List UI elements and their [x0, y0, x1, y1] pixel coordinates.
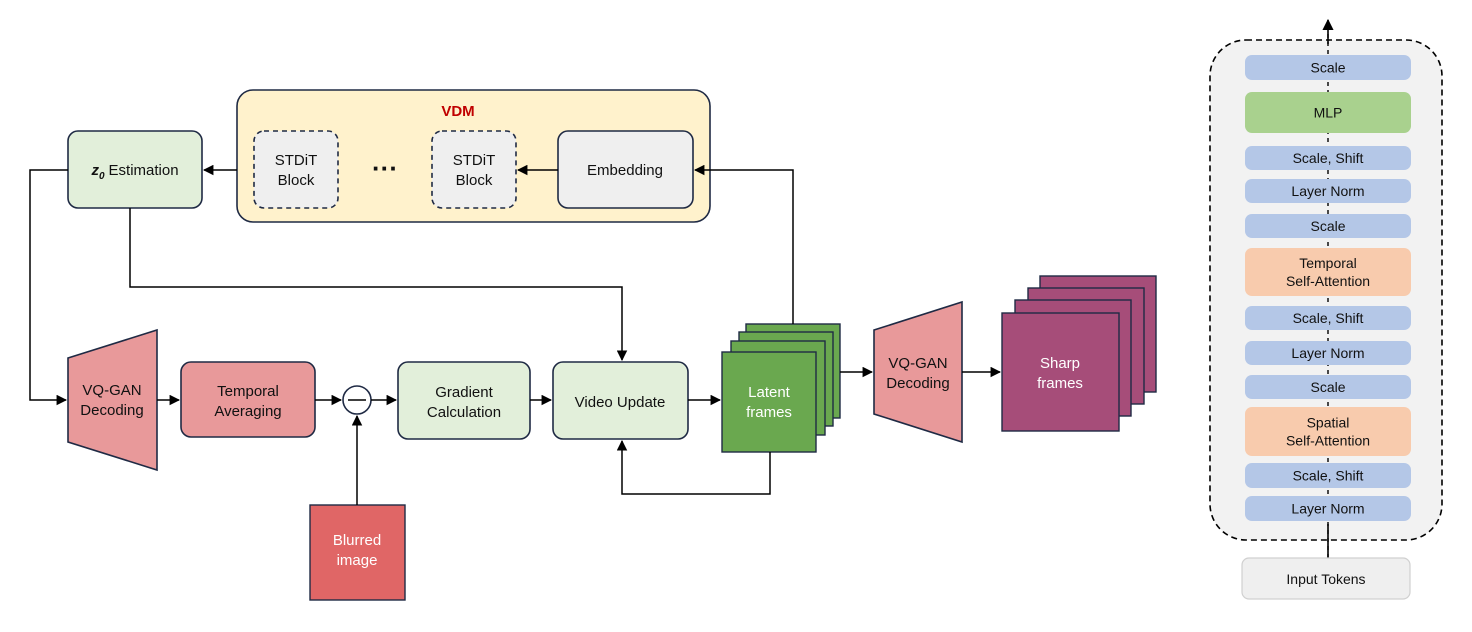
layer-scale: Scale [1245, 214, 1411, 238]
layer-layer-norm: Layer Norm [1245, 341, 1411, 365]
arrow-z0-to-video-update [129, 208, 628, 362]
gradient-line2: Calculation [427, 404, 501, 421]
vqgan-right-line2: Decoding [886, 375, 949, 392]
layer-layer-norm-label: Layer Norm [1291, 501, 1364, 517]
vqgan-left-line1: VQ-GAN [82, 382, 141, 399]
layer-scale-shift: Scale, Shift [1245, 146, 1411, 170]
latent-frames-stack: Latent frames [721, 323, 841, 453]
layer-temporal-self-attention-label-2: Self-Attention [1286, 273, 1370, 289]
vqgan-decoding-right: VQ-GAN Decoding [873, 300, 963, 444]
stdit-block-2-line1: STDiT [453, 152, 496, 169]
temporal-averaging-line2: Averaging [214, 403, 281, 420]
layer-scale-shift-label: Scale, Shift [1293, 468, 1364, 484]
stdit-block-1: STDiT Block [253, 130, 339, 209]
input-tokens-label: Input Tokens [1286, 571, 1365, 587]
layer-scale-shift-label: Scale, Shift [1293, 310, 1364, 326]
layer-scale-label: Scale [1310, 60, 1345, 76]
vdm-title: VDM [441, 103, 474, 120]
video-update-label: Video Update [575, 394, 666, 411]
layer-mlp: MLP [1245, 92, 1411, 133]
blurred-line1: Blurred [333, 532, 381, 549]
arrow-z0-to-vqgan [29, 169, 68, 406]
input-tokens-box: Input Tokens [1241, 557, 1411, 600]
layer-layer-norm-label: Layer Norm [1291, 183, 1364, 199]
video-update-box: Video Update [552, 361, 689, 440]
gradient-calculation-box: Gradient Calculation [397, 361, 531, 440]
blurred-image-box: Blurred image [309, 504, 406, 601]
layer-mlp-label: MLP [1314, 105, 1343, 121]
arrow-latent-loop [616, 439, 771, 495]
embedding-box: Embedding [557, 130, 694, 209]
vqgan-decoding-left: VQ-GAN Decoding [67, 328, 158, 472]
layer-scale-shift: Scale, Shift [1245, 463, 1411, 488]
layer-scale-shift-label: Scale, Shift [1293, 150, 1364, 166]
sharp-line2: frames [1037, 375, 1083, 392]
sharp-line1: Sharp [1040, 355, 1080, 372]
latent-line2: frames [746, 404, 792, 421]
layer-scale: Scale [1245, 55, 1411, 80]
connectors [29, 164, 1002, 505]
blurred-line2: image [337, 552, 378, 569]
layer-spatial-self-attention-label-1: Spatial [1307, 415, 1350, 431]
layer-scale-shift: Scale, Shift [1245, 306, 1411, 330]
temporal-averaging-box: Temporal Averaging [180, 361, 316, 438]
vqgan-right-line1: VQ-GAN [888, 355, 947, 372]
layer-scale-label: Scale [1310, 379, 1345, 395]
layer-spatial-self-attention-label-2: Self-Attention [1286, 433, 1370, 449]
temporal-averaging-line1: Temporal [217, 383, 279, 400]
layer-layer-norm: Layer Norm [1245, 496, 1411, 521]
layer-layer-norm-label: Layer Norm [1291, 345, 1364, 361]
gradient-line1: Gradient [435, 384, 493, 401]
layer-scale-label: Scale [1310, 218, 1345, 234]
stdit-block-1-line1: STDiT [275, 152, 318, 169]
embedding-label: Embedding [587, 162, 663, 179]
sharp-frames-stack: Sharp frames [1001, 275, 1157, 432]
layer-scale: Scale [1245, 375, 1411, 399]
arrow-latent-to-embedding [693, 164, 794, 324]
layer-layer-norm: Layer Norm [1245, 179, 1411, 203]
ellipsis: ··· [372, 153, 398, 183]
minus-operator [342, 385, 372, 415]
stdit-block-2-line2: Block [456, 172, 493, 189]
layer-temporal-self-attention-label-1: Temporal [1299, 255, 1357, 271]
latent-line1: Latent [748, 384, 791, 401]
stdit-block-1-line2: Block [278, 172, 315, 189]
stdit-block-2: STDiT Block [431, 130, 517, 209]
vqgan-left-line2: Decoding [80, 402, 143, 419]
